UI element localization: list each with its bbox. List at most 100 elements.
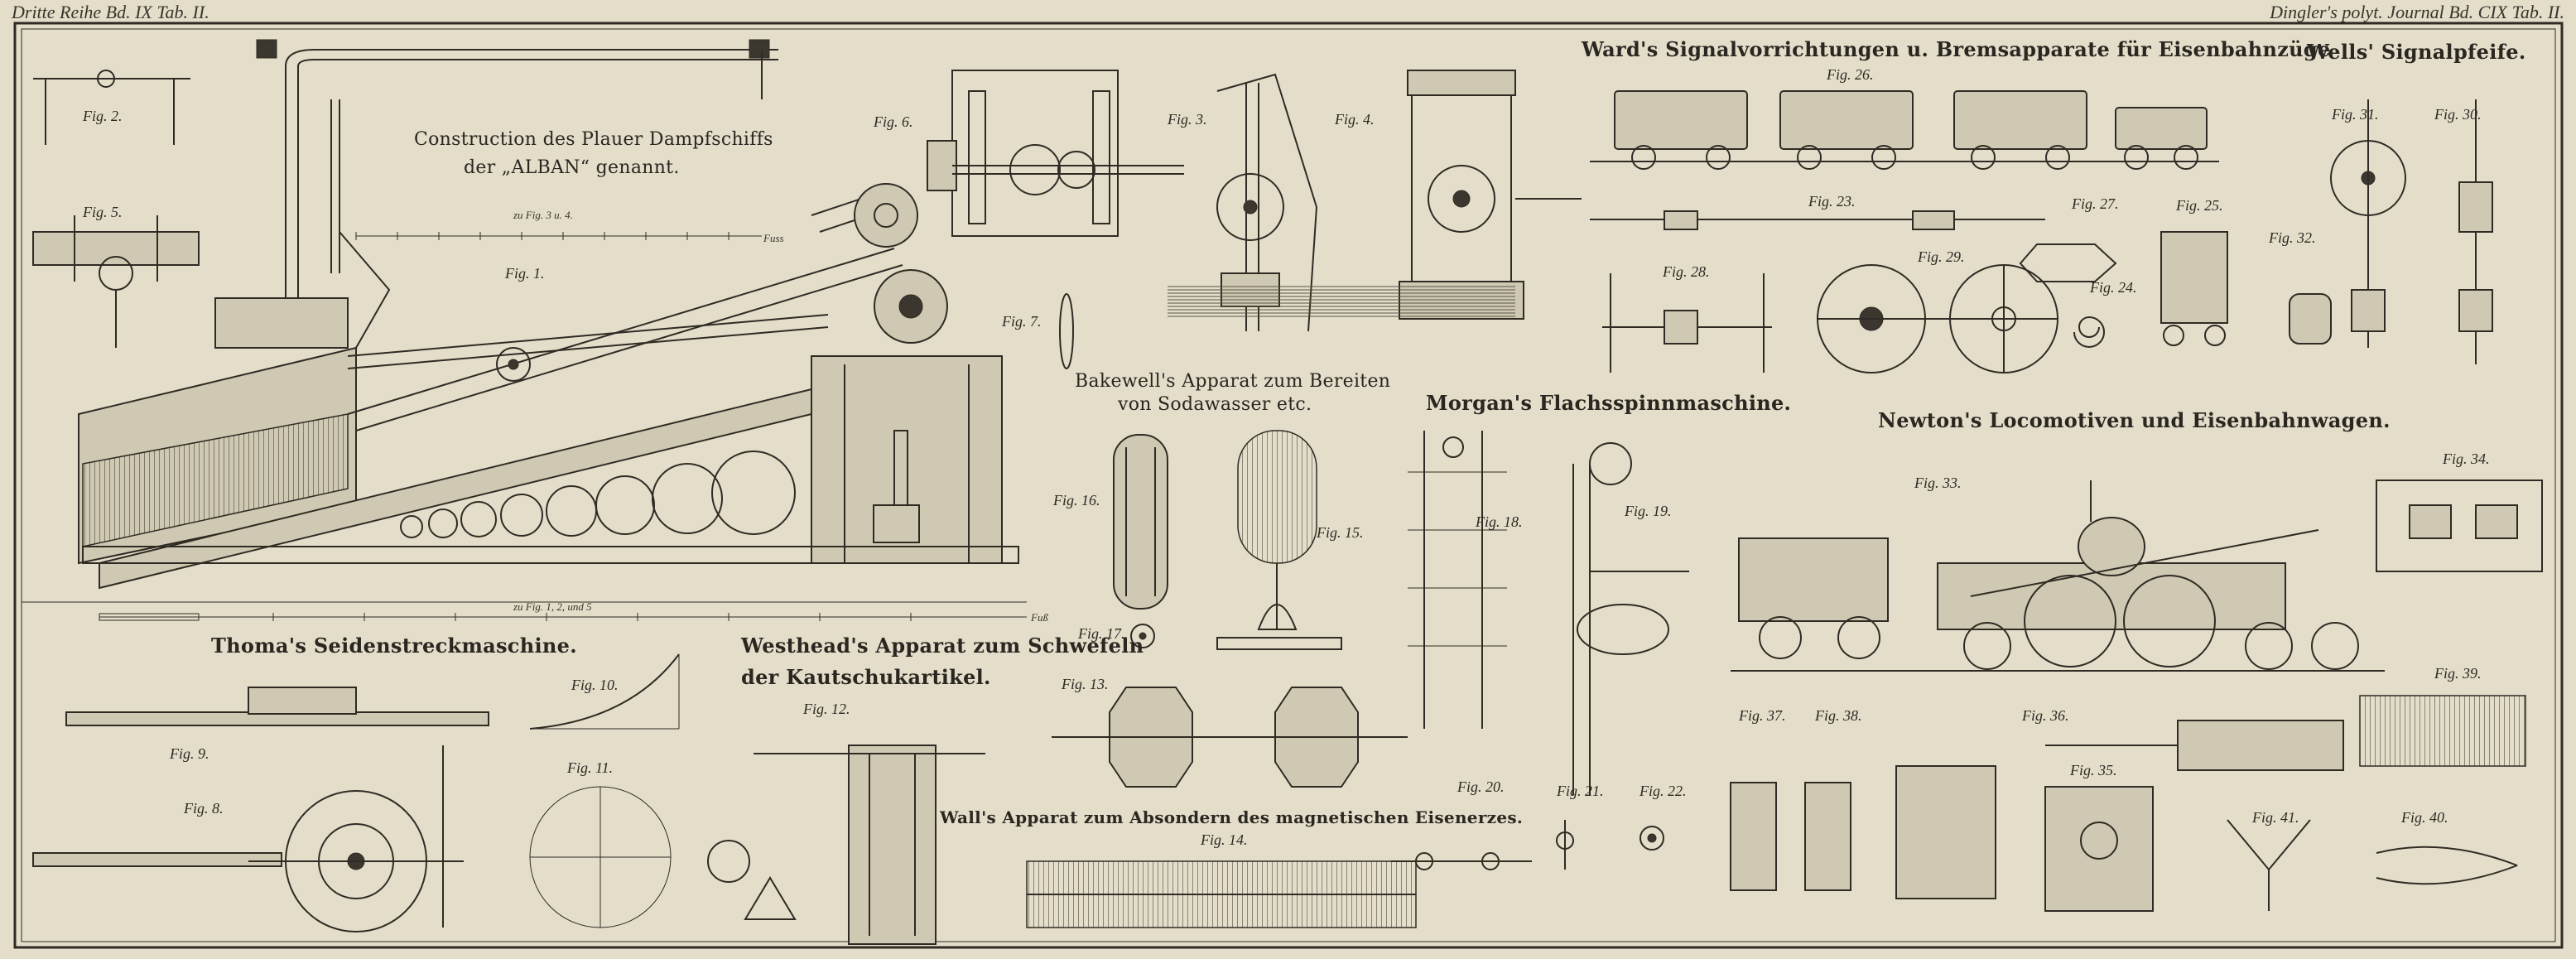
title-bakewell-line2: von Sodawasser etc. xyxy=(1118,394,1312,415)
fig-label-37: Fig. 37. xyxy=(1739,707,1786,724)
fig39-cylinder xyxy=(2359,695,2526,767)
fig-label-5: Fig. 5. xyxy=(83,204,123,220)
fig-label-24: Fig. 24. xyxy=(2090,279,2137,296)
fig-label-29: Fig. 29. xyxy=(1918,248,1965,265)
fig-label-8: Fig. 8. xyxy=(184,800,224,817)
fig-label-22: Fig. 22. xyxy=(1639,783,1687,799)
fig-label-17: Fig. 17. xyxy=(1078,625,1125,642)
inner-border xyxy=(21,28,2556,942)
fig7-disc xyxy=(1059,293,1074,369)
fig-label-30: Fig. 30. xyxy=(2434,106,2482,123)
fig35-block xyxy=(2044,786,2154,912)
title-ward: Ward's Signalvorrichtungen u. Bremsappar… xyxy=(1582,37,2331,61)
scale-label-lower: zu Fig. 1, 2, und 5 xyxy=(513,600,592,613)
fig-label-32: Fig. 32. xyxy=(2269,229,2316,246)
fig1-steam-engine xyxy=(78,39,1019,590)
fig-label-39: Fig. 39. xyxy=(2434,665,2482,682)
fig-label-15: Fig. 15. xyxy=(1317,524,1364,541)
fig-label-18: Fig. 18. xyxy=(1476,513,1523,530)
fig-label-31: Fig. 31. xyxy=(2332,106,2379,123)
fig37-38-brackets xyxy=(1730,765,1996,899)
fig-label-14: Fig. 14. xyxy=(1201,831,1248,848)
fig12-vulcanizer xyxy=(707,745,985,945)
fig6-pump-plan xyxy=(927,70,1184,237)
title-thoma: Thoma's Seidenstreckmaschine. xyxy=(211,634,577,658)
title-westhead-line2: der Kautschukartikel. xyxy=(741,665,991,689)
fig-label-2: Fig. 2. xyxy=(83,108,123,124)
fig32-whistle-bell xyxy=(2289,293,2332,345)
fig-label-23: Fig. 23. xyxy=(1808,193,1856,210)
fig22-bobbin xyxy=(1639,826,1664,851)
fig-label-27: Fig. 27. xyxy=(2072,195,2119,212)
fig16-vessel xyxy=(1113,434,1168,610)
fig15-soda-apparatus xyxy=(1216,430,1342,650)
fig9-rail xyxy=(65,687,489,726)
fig21-spindle xyxy=(1556,820,1574,870)
fig-label-6: Fig. 6. xyxy=(874,113,913,130)
scale-label-upper: zu Fig. 3 u. 4. xyxy=(513,209,573,221)
fig17-valve xyxy=(1130,624,1155,648)
fig23-signal-line xyxy=(1590,210,2045,230)
fig-label-1: Fig. 1. xyxy=(505,265,545,282)
fig-label-19: Fig. 19. xyxy=(1625,503,1672,519)
fig20-shaft xyxy=(1391,852,1532,870)
title-westhead-line1: Westhead's Apparat zum Schwefeln xyxy=(741,634,1144,658)
scale-bar-lower xyxy=(99,613,1027,621)
fig31-whistle xyxy=(2330,99,2406,348)
fig-label-33: Fig. 33. xyxy=(1914,475,1962,491)
scale-unit-lower: Fuß xyxy=(1031,611,1048,624)
fig41-tongs xyxy=(2227,819,2311,911)
fig-label-4: Fig. 4. xyxy=(1335,111,1375,128)
fig40-pincers xyxy=(2376,846,2518,885)
fig28-axle xyxy=(1602,273,1772,373)
fig13-separator xyxy=(1052,687,1408,788)
fig2-crosshead xyxy=(33,70,190,145)
fig-label-36: Fig. 36. xyxy=(2022,707,2069,724)
fig-label-12: Fig. 12. xyxy=(803,701,850,717)
fig29-brake-wheels xyxy=(1817,264,2058,373)
fig-label-28: Fig. 28. xyxy=(1663,263,1710,280)
fig34-frame xyxy=(2376,480,2543,572)
title-bakewell-line1: Bakewell's Apparat zum Bereiten xyxy=(1075,371,1391,392)
title-dampfschiff-line1: Construction des Plauer Dampfschiffs xyxy=(414,129,773,150)
fig25-wagon-end xyxy=(2160,231,2228,346)
fig-label-10: Fig. 10. xyxy=(571,677,619,693)
fig-label-9: Fig. 9. xyxy=(170,745,209,762)
fig10-curve xyxy=(529,653,680,730)
fig26-train xyxy=(1590,90,2219,170)
title-newton: Newton's Locomotiven und Eisenbahnwagen. xyxy=(1878,408,2391,432)
fig-label-21: Fig. 21. xyxy=(1557,783,1604,799)
fig-label-13: Fig. 13. xyxy=(1062,676,1109,692)
title-morgan: Morgan's Flachsspinnmaschine. xyxy=(1426,391,1792,415)
fig27-clamp xyxy=(2019,243,2117,282)
fig24-spiral xyxy=(2073,316,2105,348)
header-right: Dingler's polyt. Journal Bd. CIX Tab. II… xyxy=(2270,2,2564,22)
fig-label-35: Fig. 35. xyxy=(2070,762,2117,778)
fig-label-11: Fig. 11. xyxy=(567,759,614,776)
fig-label-26: Fig. 26. xyxy=(1827,66,1874,83)
fig8-wheel xyxy=(32,745,464,932)
fig-label-38: Fig. 38. xyxy=(1815,707,1862,724)
fig-label-40: Fig. 40. xyxy=(2401,809,2448,826)
scale-unit-upper: Fuss xyxy=(763,232,784,244)
fig-label-20: Fig. 20. xyxy=(1457,778,1505,795)
fig36-bar xyxy=(2045,720,2344,771)
fig4-engine-elevation xyxy=(1399,70,1582,320)
fig5-bearing xyxy=(32,215,200,348)
fig33-locomotive xyxy=(1731,480,2385,672)
fig30-whistle-side xyxy=(2458,99,2493,364)
fig11-circle xyxy=(529,786,672,928)
title-wells: Wells' Signalpfeife. xyxy=(2307,40,2526,64)
fig-label-34: Fig. 34. xyxy=(2443,451,2490,467)
fig-label-3: Fig. 3. xyxy=(1168,111,1207,128)
scale-bar-upper xyxy=(355,232,762,240)
fig-label-16: Fig. 16. xyxy=(1053,492,1100,508)
title-wall: Wall's Apparat zum Absondern des magneti… xyxy=(940,807,1524,827)
header-left: Dritte Reihe Bd. IX Tab. II. xyxy=(12,2,209,22)
fig14-separator-plan xyxy=(1026,860,1417,928)
outer-border xyxy=(13,22,2564,949)
fig18-spinning-frame xyxy=(1408,431,1507,729)
title-dampfschiff-line2: der „ALBAN“ genannt. xyxy=(464,157,680,178)
fig-label-25: Fig. 25. xyxy=(2176,197,2223,214)
fig-label-7: Fig. 7. xyxy=(1002,313,1042,330)
